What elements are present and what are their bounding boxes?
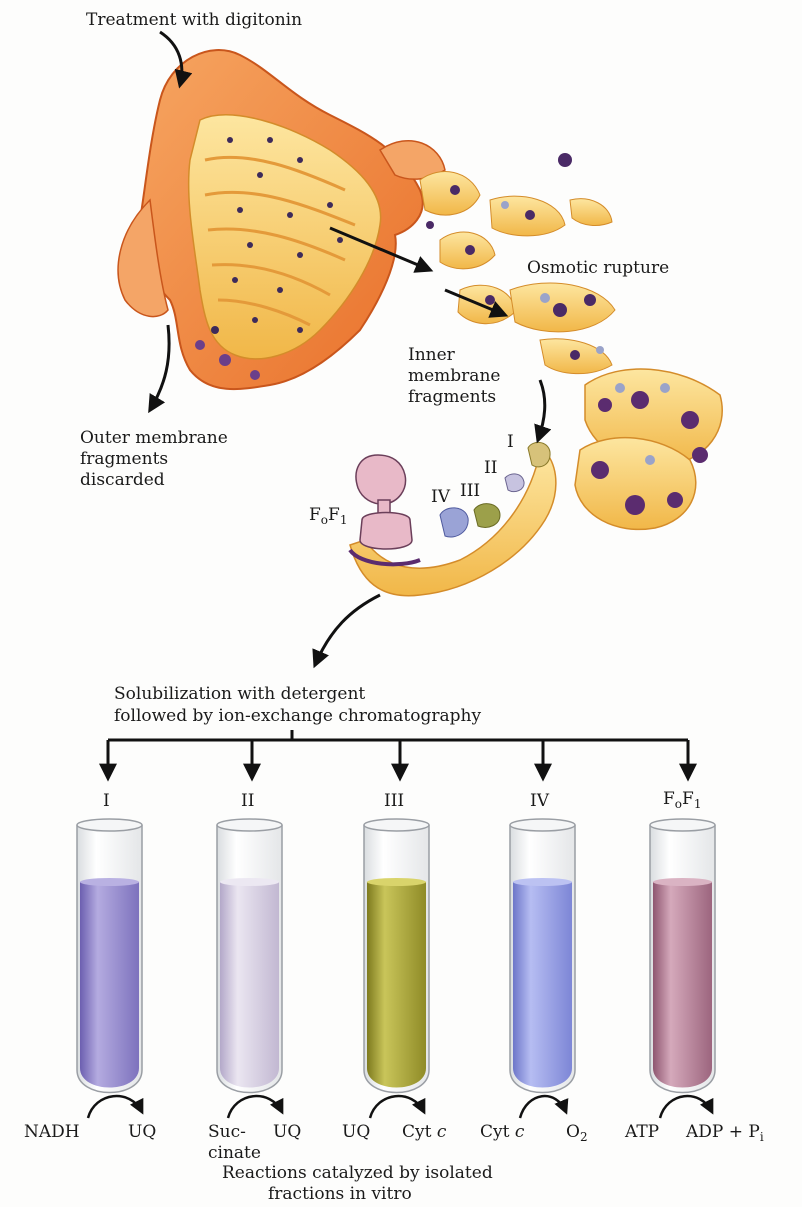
- test-tubes: [77, 819, 715, 1093]
- tube-label-fof1: FoF1: [663, 789, 701, 815]
- label-solubilization-2: followed by ion-exchange chromatography: [114, 706, 481, 727]
- arrow-outer-discard: [150, 325, 169, 410]
- label-solubilization-1: Solubilization with detergent: [114, 684, 365, 705]
- tube-iii: [364, 819, 429, 1093]
- caption-line-1: Reactions catalyzed by isolated: [222, 1163, 493, 1184]
- label-complex-iii: III: [460, 481, 480, 502]
- inner-membrane-fragment: [350, 442, 556, 595]
- reaction-arrow-iii: [370, 1096, 424, 1118]
- label-complex-i: I: [507, 432, 514, 453]
- arrow-solubilization: [315, 595, 380, 665]
- reaction-ii-substrate-1: Suc-: [208, 1122, 246, 1143]
- reaction-iv-substrate: Cyt c: [480, 1122, 524, 1143]
- complex-ii-shape: [505, 474, 524, 492]
- tube-label-ii: II: [241, 791, 254, 812]
- tube-iv: [510, 819, 575, 1093]
- tube-i: [77, 819, 142, 1093]
- label-complex-iv: IV: [431, 487, 450, 508]
- reaction-ii-substrate-2: cinate: [208, 1143, 261, 1164]
- label-inner-3: fragments: [408, 387, 496, 408]
- reaction-fof1-product: ADP + Pi: [686, 1122, 764, 1148]
- label-fof1-fragment: FoF1: [309, 505, 347, 531]
- reaction-arrow-fof1: [660, 1096, 712, 1118]
- label-outer-1: Outer membrane: [80, 428, 228, 449]
- label-outer-3: discarded: [80, 470, 165, 491]
- arrow-inner-fragments: [538, 380, 545, 440]
- reaction-iii-product: Cyt c: [402, 1122, 446, 1143]
- tube-label-i: I: [103, 791, 110, 812]
- tube-label-iii: III: [384, 791, 404, 812]
- tube-ii: [217, 819, 282, 1093]
- reaction-iii-substrate: UQ: [342, 1122, 370, 1143]
- fragments-cluster: [420, 153, 722, 529]
- label-outer-2: fragments: [80, 449, 168, 470]
- mitochondrion-illustration: [118, 50, 445, 389]
- complex-iv-shape: [440, 508, 468, 537]
- reaction-arrow-i: [88, 1096, 142, 1118]
- label-treatment: Treatment with digitonin: [86, 10, 302, 31]
- reaction-iv-product: O2: [566, 1122, 588, 1148]
- label-inner-1: Inner: [408, 345, 455, 366]
- tube-label-iv: IV: [530, 791, 549, 812]
- complex-iii-shape: [474, 504, 500, 528]
- label-osmotic-rupture: Osmotic rupture: [527, 258, 669, 279]
- reaction-ii-product: UQ: [273, 1122, 301, 1143]
- complex-i-shape: [528, 442, 550, 466]
- reaction-arrow-iv: [520, 1096, 566, 1118]
- reaction-arrow-ii: [228, 1096, 282, 1118]
- distribution-bracket: [108, 730, 688, 778]
- reaction-arrows: [88, 1096, 712, 1118]
- reaction-fof1-substrate: ATP: [625, 1122, 659, 1143]
- caption-line-2: fractions in vitro: [268, 1184, 412, 1205]
- reaction-i-product: UQ: [128, 1122, 156, 1143]
- tube-fof1: [650, 819, 715, 1093]
- label-inner-2: membrane: [408, 366, 500, 387]
- reaction-i-substrate: NADH: [24, 1122, 80, 1143]
- label-complex-ii: II: [484, 458, 497, 479]
